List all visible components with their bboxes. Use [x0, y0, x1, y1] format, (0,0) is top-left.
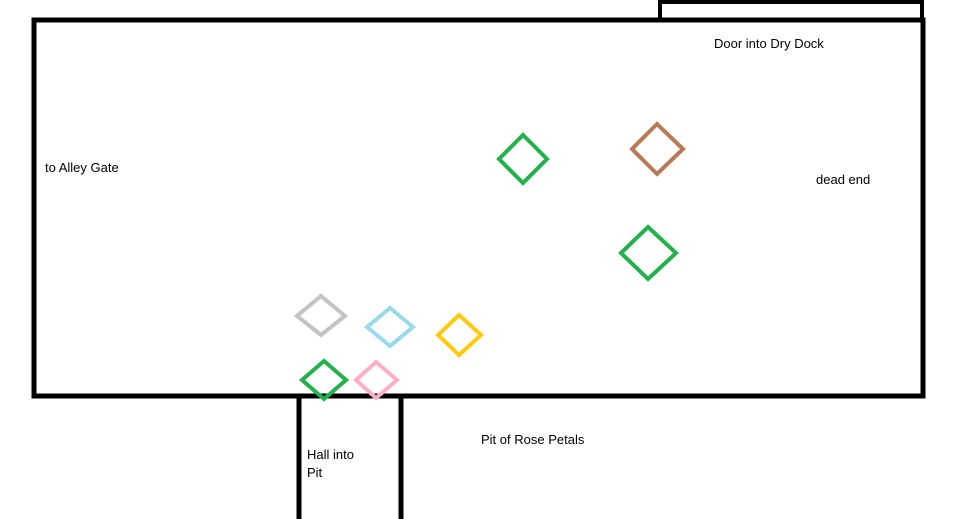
main-room-wall: [31, 17, 926, 399]
hall-into-pit-label-line1: Hall into: [307, 447, 354, 462]
lightblue-diamond-marker: [363, 305, 417, 349]
yellow-diamond-marker: [435, 312, 484, 358]
green-diamond-1-marker: [496, 132, 550, 186]
pink-diamond-marker: [353, 359, 401, 401]
door-dry-dock-label: Door into Dry Dock: [714, 36, 824, 51]
markers-group: [293, 121, 686, 402]
pit-rose-petals-label: Pit of Rose Petals: [481, 432, 585, 447]
green-diamond-2-marker: [618, 224, 679, 282]
gray-diamond-marker: [293, 293, 349, 338]
alley-gate-label: to Alley Gate: [45, 160, 119, 175]
dry-dock-door-frame: [658, 0, 924, 20]
dead-end-label: dead end: [816, 172, 871, 187]
green-diamond-3-marker: [298, 358, 350, 402]
hall-into-pit-label-line2: Pit: [307, 465, 323, 480]
brown-diamond-marker: [629, 121, 686, 177]
